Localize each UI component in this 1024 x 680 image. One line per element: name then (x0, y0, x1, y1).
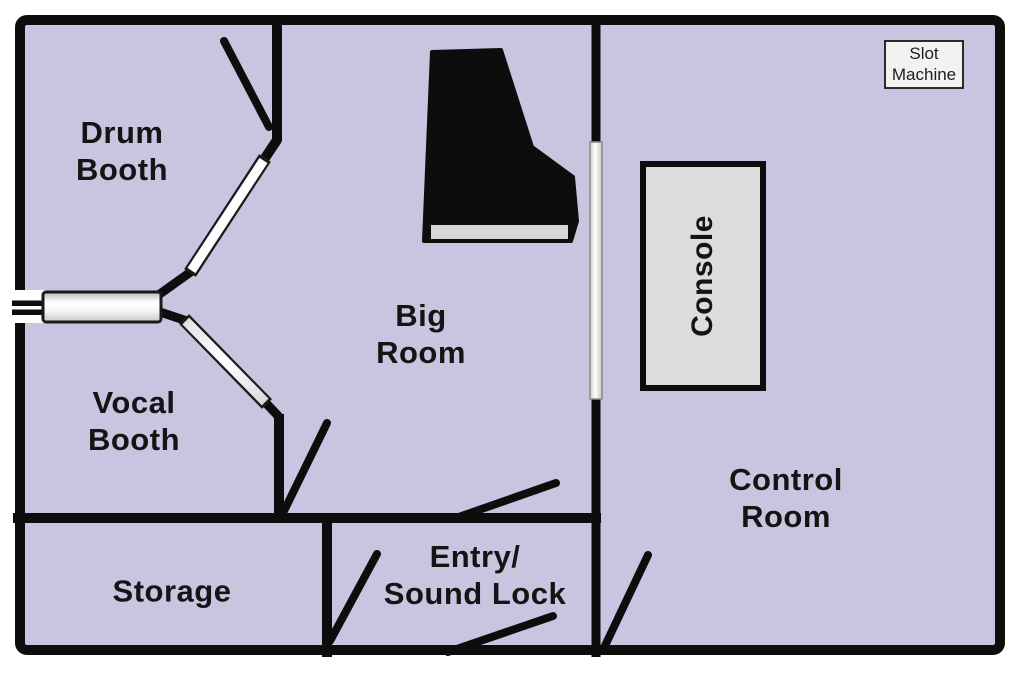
door-control-room (599, 551, 652, 654)
window-vocal-booth (182, 317, 269, 406)
label-entry: Entry/ Sound Lock (383, 539, 567, 611)
label-drum: Drum Booth (75, 115, 169, 187)
slot-machine-box (884, 40, 964, 89)
left-wall-window-bar-2 (12, 309, 44, 315)
console-box (640, 161, 766, 391)
door-drum-booth (220, 37, 273, 131)
door-entry-exterior (444, 612, 557, 656)
piano-keyboard (431, 225, 568, 239)
window-booths-west (41, 290, 163, 324)
door-vocal-booth (280, 419, 331, 515)
grand-piano (422, 48, 579, 243)
door-storage-entry (326, 550, 381, 645)
door-bigroom-entry (449, 479, 560, 523)
window-drum-booth (187, 157, 268, 274)
label-big: Big Room (376, 298, 466, 370)
label-console: Console (686, 215, 719, 337)
label-control: Control Room (729, 462, 843, 534)
left-wall-window-bar-1 (12, 300, 44, 306)
label-vocal: Vocal Booth (87, 385, 181, 457)
left-wall-window-gap (12, 290, 45, 323)
window-control-room (589, 141, 603, 400)
label-slot: Slot Machine (891, 44, 957, 84)
wall-window-junction-upper (154, 267, 195, 300)
label-storage: Storage (112, 573, 232, 609)
wall-drumbooth-east (260, 18, 282, 161)
